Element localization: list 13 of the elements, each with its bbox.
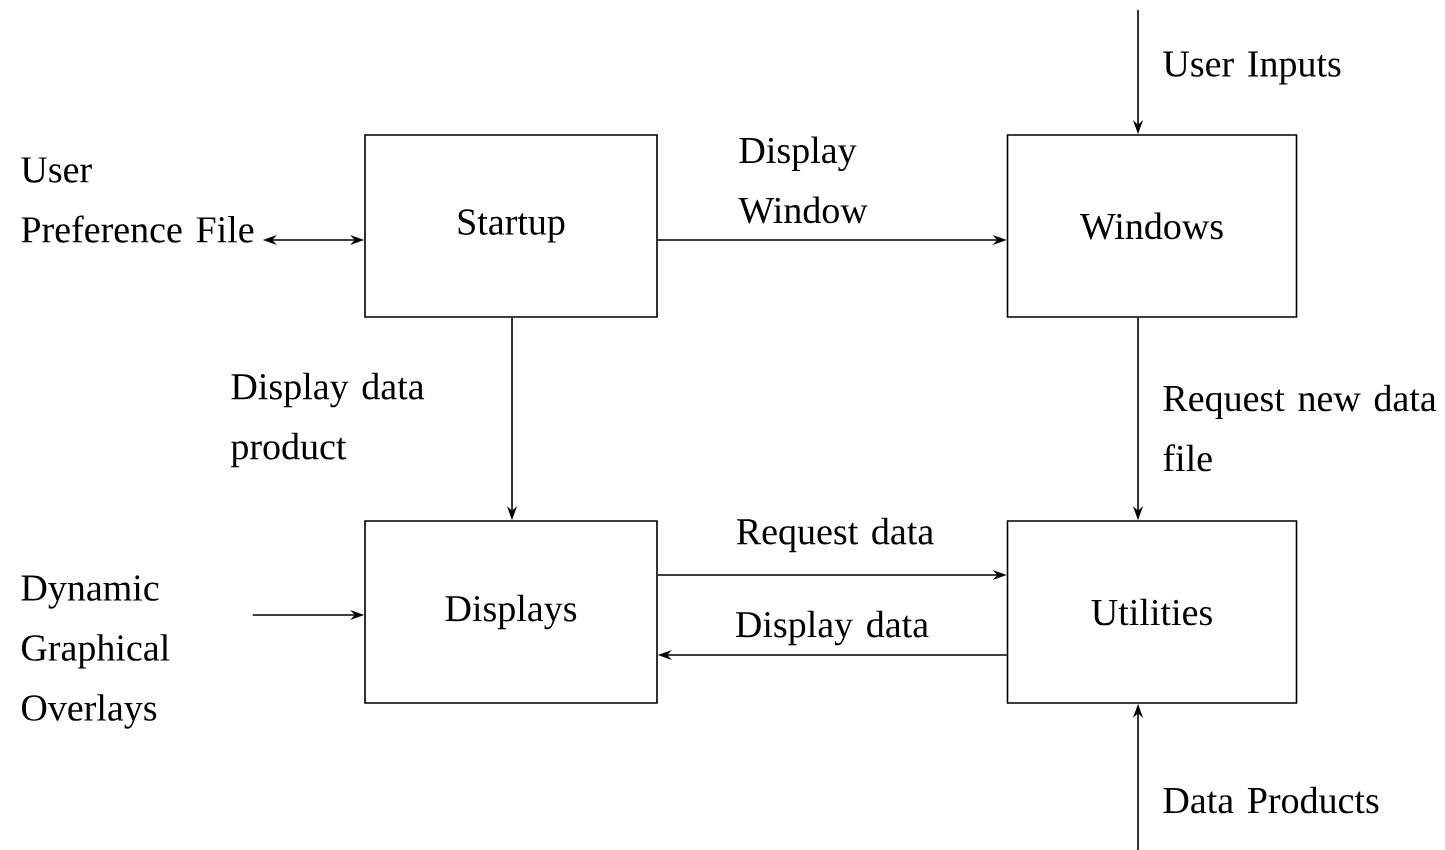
process-box: Utilities	[1006, 520, 1298, 704]
edge-label: User Inputs	[1163, 51, 1341, 85]
edge-label: Request new data file	[1163, 384, 1437, 472]
edge-label: Data Products	[1163, 786, 1379, 814]
edge-label: Display data product	[231, 372, 425, 468]
source-label: User Preference File	[21, 157, 254, 243]
process-box: Windows	[1006, 134, 1298, 318]
edge-label: Request data	[736, 517, 934, 553]
process-box: Displays	[364, 520, 658, 704]
source-label: Dynamic Graphical Overlays	[21, 575, 170, 729]
edge-label: Display data	[736, 610, 929, 646]
edge-label: Display Window	[738, 136, 868, 224]
process-box: Startup	[364, 134, 658, 318]
